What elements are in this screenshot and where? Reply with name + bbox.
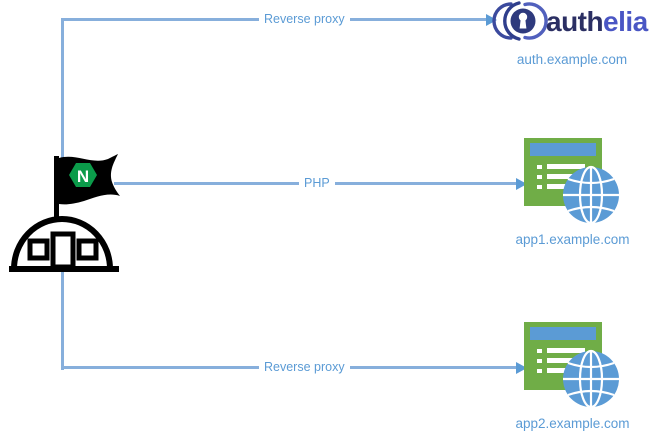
svg-text:N: N (77, 167, 89, 186)
authelia-logo-icon: auth elia (492, 1, 649, 41)
edge-app1-label: PHP (299, 176, 335, 191)
web-app-globe-icon (524, 138, 619, 225)
edge-app2-vertical-segment (61, 268, 64, 370)
edge-auth-vertical-segment (61, 18, 64, 168)
node-reverse-proxy[interactable]: N (8, 152, 128, 277)
caption-app2-domain: app2.example.com (515, 416, 630, 431)
web-app-globe-icon (524, 322, 619, 409)
svg-text:elia: elia (603, 6, 649, 37)
node-app2[interactable] (522, 320, 622, 415)
svg-text:auth: auth (546, 6, 603, 37)
caption-auth-domain: auth.example.com (516, 52, 628, 67)
caption-app1-domain: app1.example.com (515, 232, 630, 247)
edge-app2-label: Reverse proxy (259, 360, 350, 375)
edge-auth-label: Reverse proxy (259, 12, 350, 27)
edge-app1-arrowhead (516, 177, 527, 190)
node-app1[interactable] (522, 136, 622, 231)
edge-app2-arrowhead (516, 361, 527, 374)
node-authelia[interactable]: auth elia (489, 0, 654, 42)
nginx-fort-icon: N (9, 154, 120, 272)
edge-auth-arrowhead (486, 13, 497, 26)
